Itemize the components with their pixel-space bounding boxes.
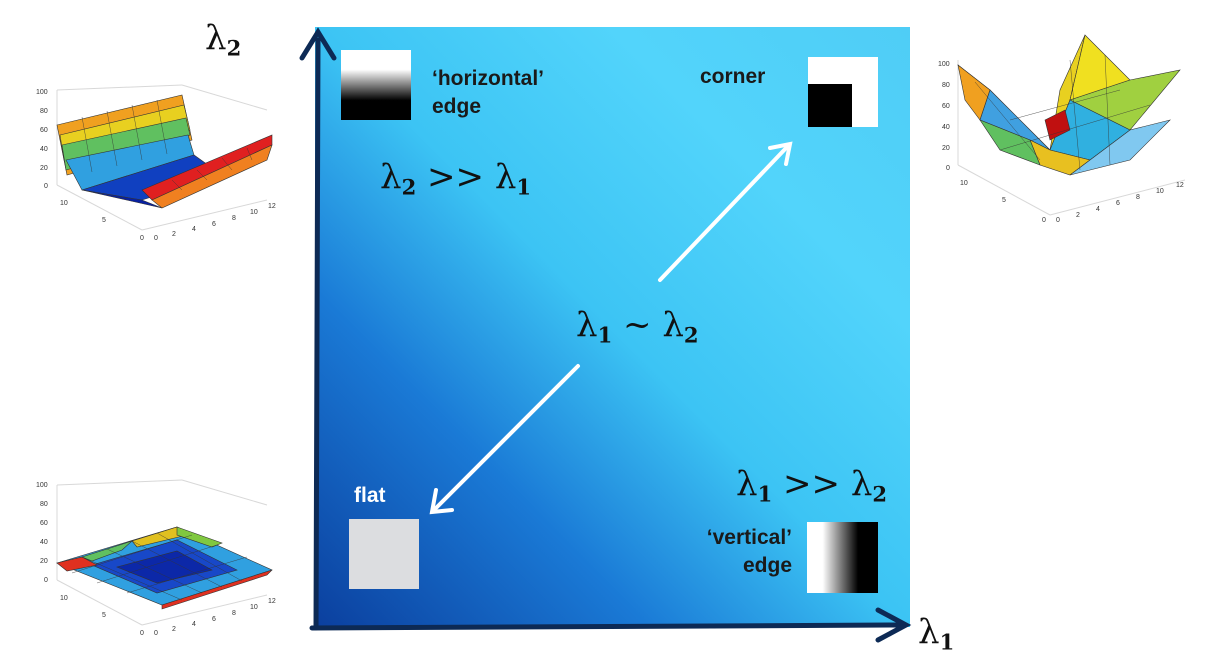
svg-text:6: 6	[212, 616, 216, 623]
arrow-to-flat-head	[429, 488, 454, 515]
svg-text:100: 100	[36, 89, 48, 96]
arrow-to-corner-head	[768, 141, 793, 166]
svg-text:60: 60	[40, 127, 48, 134]
svg-text:80: 80	[942, 82, 950, 89]
svg-text:0: 0	[1042, 217, 1046, 224]
svg-text:80: 80	[40, 108, 48, 115]
flat-label: flat	[354, 484, 386, 507]
arrow-to-flat	[432, 364, 580, 512]
svg-text:4: 4	[1096, 206, 1100, 213]
corner-label: corner	[700, 65, 766, 88]
x-axis-label: λ1	[918, 612, 955, 655]
svg-text:20: 20	[40, 558, 48, 565]
corner-swatch	[808, 57, 878, 127]
svg-text:40: 40	[40, 146, 48, 153]
svg-text:80: 80	[40, 501, 48, 508]
svg-text:2: 2	[172, 231, 176, 238]
svg-text:100: 100	[938, 61, 950, 68]
svg-text:60: 60	[942, 103, 950, 110]
svg-text:10: 10	[250, 209, 258, 216]
svg-text:12: 12	[1176, 182, 1184, 189]
svg-text:5: 5	[102, 612, 106, 619]
x-axis-arrowhead	[875, 607, 912, 643]
svg-text:12: 12	[268, 203, 276, 210]
surface-plot-flat: 100 80 60 40 20 0 10 5 0 0 2 4 6 8 10 12	[36, 479, 276, 637]
svg-text:10: 10	[1156, 188, 1164, 195]
svg-text:0: 0	[154, 630, 158, 637]
svg-text:0: 0	[140, 630, 144, 637]
x-axis	[309, 622, 903, 631]
y-axis	[313, 37, 321, 631]
svg-text:40: 40	[942, 124, 950, 131]
svg-text:0: 0	[44, 577, 48, 584]
svg-text:6: 6	[212, 221, 216, 228]
svg-text:8: 8	[232, 215, 236, 222]
svg-text:10: 10	[60, 595, 68, 602]
svg-text:0: 0	[140, 235, 144, 242]
vertical-edge-label: ‘vertical’ edge	[706, 526, 792, 577]
svg-text:40: 40	[40, 539, 48, 546]
svg-text:10: 10	[960, 180, 968, 187]
relation-lambda2-much-greater: λ2 >> λ1	[380, 157, 532, 200]
y-axis-arrowhead	[299, 27, 337, 61]
svg-text:6: 6	[1116, 200, 1120, 207]
svg-text:5: 5	[1002, 197, 1006, 204]
svg-text:10: 10	[60, 200, 68, 207]
surface-plot-corner: 100 80 60 40 20 0 10 5 0 0 2 4 6 8 10 12	[938, 34, 1186, 224]
svg-text:12: 12	[268, 598, 276, 605]
svg-text:20: 20	[40, 165, 48, 172]
svg-text:0: 0	[154, 235, 158, 242]
svg-text:20: 20	[942, 145, 950, 152]
svg-text:0: 0	[1056, 217, 1060, 224]
vertical-edge-swatch	[807, 522, 878, 593]
svg-text:0: 0	[44, 183, 48, 190]
relation-lambda1-much-greater: λ1 >> λ2	[736, 464, 888, 507]
svg-text:8: 8	[1136, 194, 1140, 201]
surface-plot-horizontal-edge: 100 80 60 40 20 0 10 5 0 0 2 4 6 8 10 12	[36, 84, 276, 242]
svg-text:10: 10	[250, 604, 258, 611]
svg-text:5: 5	[102, 217, 106, 224]
horizontal-edge-swatch	[341, 50, 411, 120]
svg-text:8: 8	[232, 610, 236, 617]
svg-text:4: 4	[192, 226, 196, 233]
svg-text:2: 2	[172, 626, 176, 633]
arrow-to-corner	[658, 144, 790, 282]
y-axis-label: λ2	[205, 18, 242, 61]
relation-lambda-similar: λ1 ~ λ2	[576, 305, 699, 348]
svg-text:0: 0	[946, 165, 950, 172]
svg-text:100: 100	[36, 482, 48, 489]
horizontal-edge-label: ‘horizontal’ edge	[432, 67, 544, 118]
svg-text:2: 2	[1076, 212, 1080, 219]
flat-swatch	[349, 519, 419, 589]
svg-text:60: 60	[40, 520, 48, 527]
svg-text:4: 4	[192, 621, 196, 628]
